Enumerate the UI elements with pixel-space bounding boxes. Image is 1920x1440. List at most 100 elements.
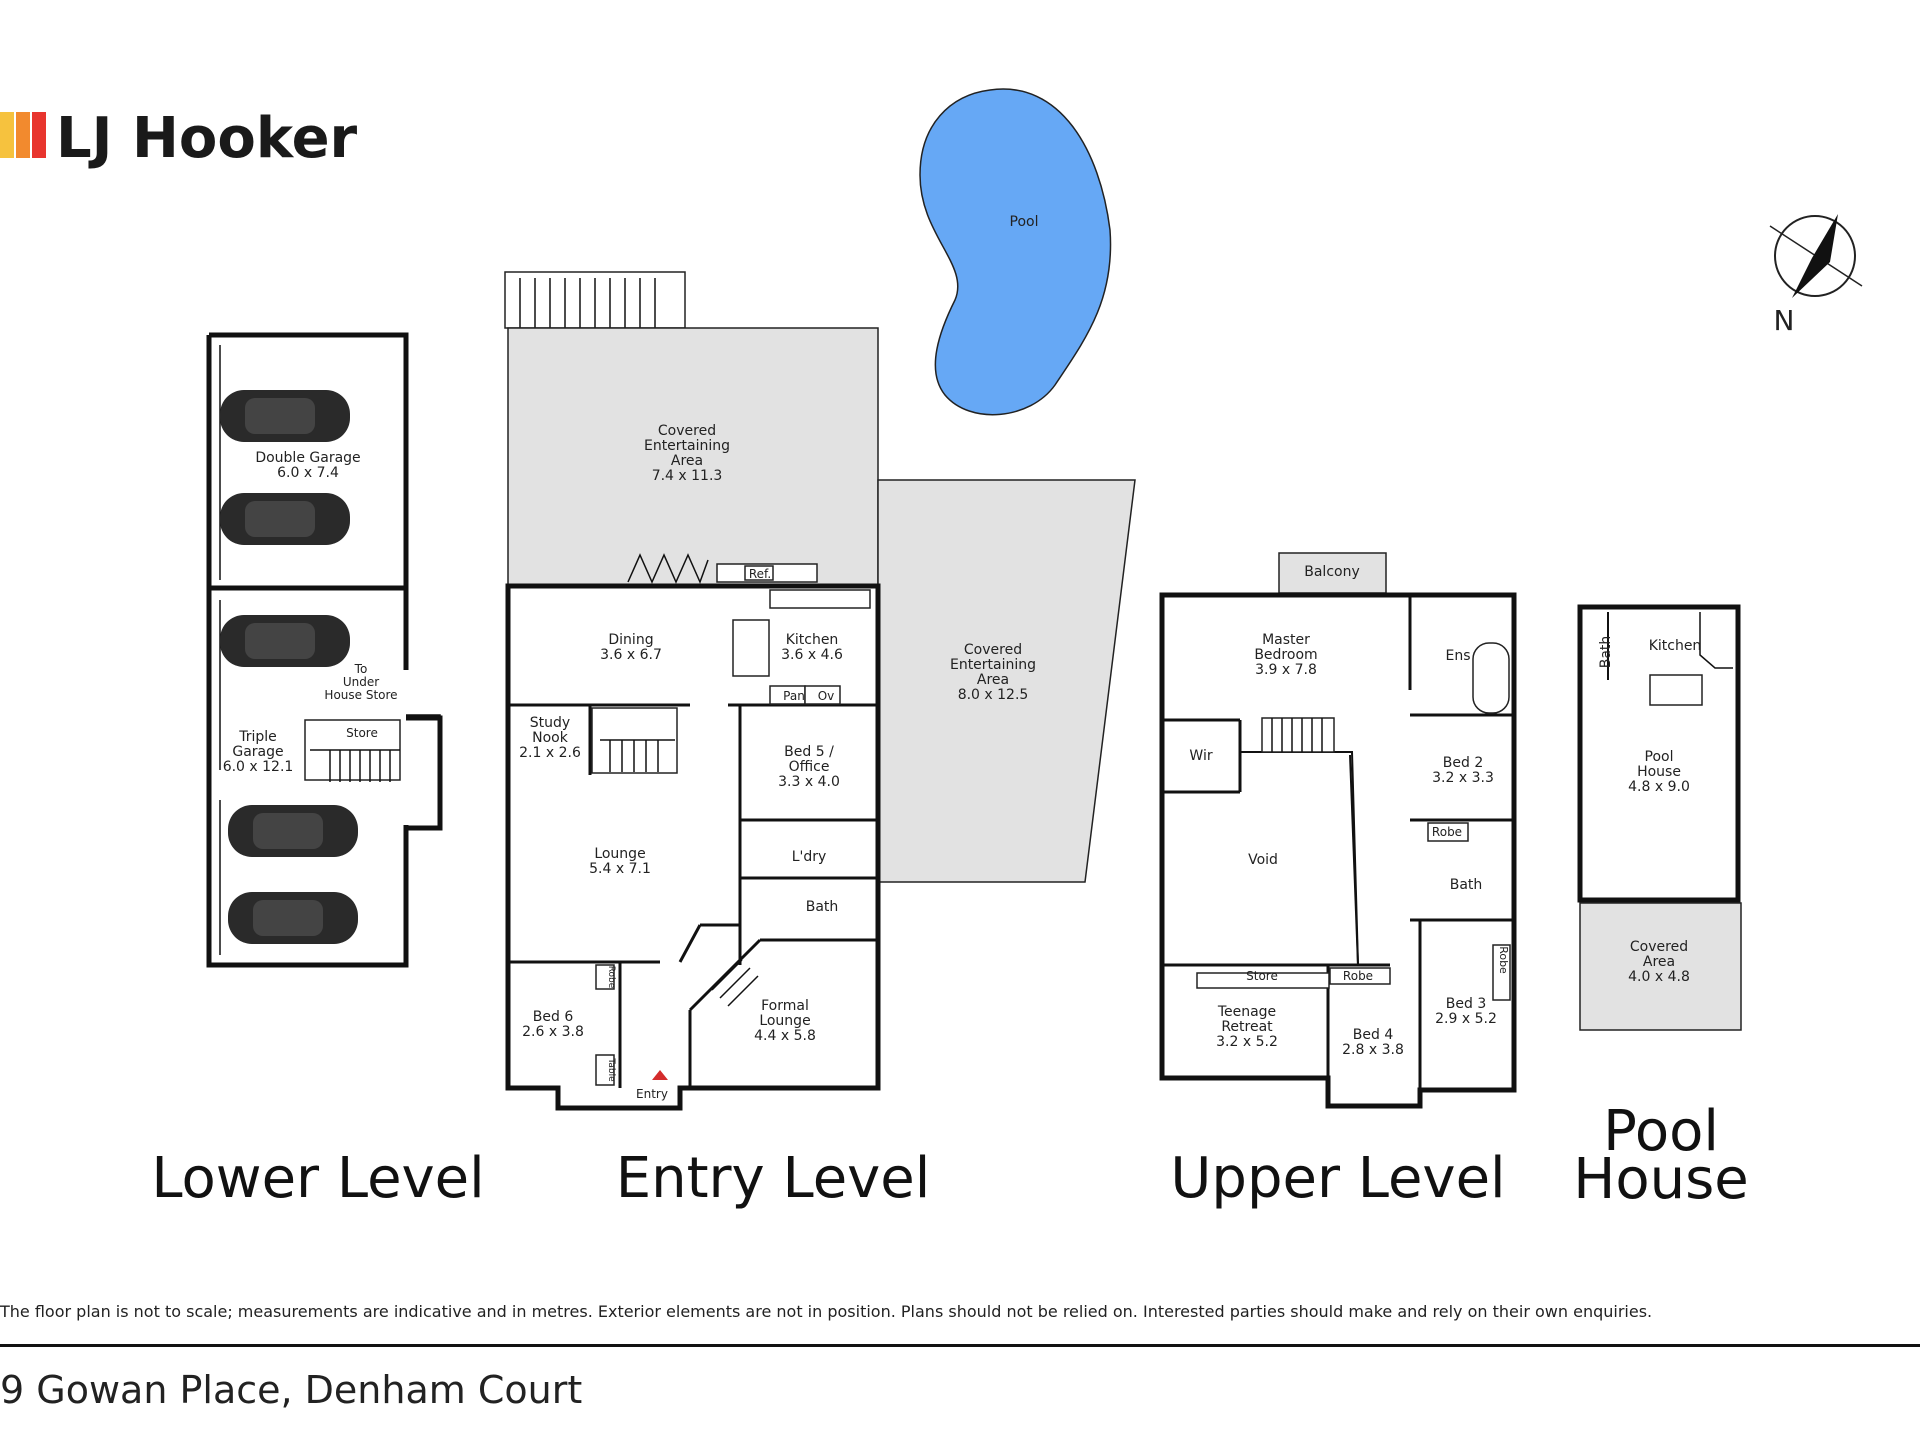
upper-level-title: Upper Level [1170,1146,1505,1211]
balcony-label: Balcony [1304,564,1360,580]
covered-entertaining-area-1 [507,327,879,587]
bed2-size: 3.2 x 3.3 [1432,770,1494,786]
teen-name-1: Teenage [1217,1004,1276,1020]
covered-ent-1-size: 7.4 x 11.3 [652,468,723,484]
study-size: 2.1 x 2.6 [519,745,581,761]
formal-lounge-name-2: Lounge [759,1013,810,1029]
bed3-name: Bed 3 [1446,996,1486,1012]
under-house-label-3: House Store [324,688,397,702]
covered-ent-2-size: 8.0 x 12.5 [958,687,1029,703]
covered-ent-1-line1: Covered [658,423,716,439]
kitchen-size: 3.6 x 4.6 [781,647,843,663]
study-name-1: Study [530,715,570,731]
upper-level-plan: Balcony Master Bedroom 3.9 x 7.8 Ens Wir… [1159,552,1517,1109]
entry-marker-icon [652,1070,668,1080]
pool-covered-name-2: Area [1643,954,1675,970]
car-icon [228,892,358,944]
lower-level-title: Lower Level [151,1146,484,1211]
bed3-size: 2.9 x 5.2 [1435,1011,1497,1027]
master-size: 3.9 x 7.8 [1255,662,1317,678]
pool: Pool [919,88,1112,416]
study-name-2: Nook [532,730,569,746]
lounge-size: 5.4 x 7.1 [589,861,651,877]
logo-stripe-yellow [0,112,14,158]
pantry-label: Pan [783,689,805,703]
under-house-label-2: Under [343,675,379,689]
covered-ent-2-line3: Area [977,672,1009,688]
bed4-name: Bed 4 [1353,1027,1394,1043]
pool-house-plan: Bath Kitchen Pool House 4.8 x 9.0 Covere… [1577,604,1742,1031]
master-name-1: Master [1262,632,1310,648]
entry-level-plan: Covered Entertaining Area 7.4 x 11.3 Cov… [504,271,1136,1111]
bed5-name-2: Office [789,759,830,775]
kitchen-name: Kitchen [786,632,839,648]
car-icon [220,493,350,545]
master-name-2: Bedroom [1254,647,1317,663]
double-garage-size: 6.0 x 7.4 [277,465,339,481]
pool-covered-size: 4.0 x 4.8 [1628,969,1690,985]
dining-name: Dining [608,632,653,648]
entry-level-title: Entry Level [616,1146,931,1211]
footer-divider [0,1344,1920,1347]
pool-label: Pool [1010,214,1039,230]
covered-ent-2-line2: Entertaining [950,657,1036,673]
double-garage-name: Double Garage [255,450,360,466]
disclaimer: The floor plan is not to scale; measurem… [0,1302,1653,1321]
pool-house-size: 4.8 x 9.0 [1628,779,1690,795]
entry-label: Entry [636,1087,668,1101]
pool-house-name-1: Pool [1645,749,1674,765]
bed2-name: Bed 2 [1443,755,1483,771]
lower-level-plan: Double Garage 6.0 x 7.4 Triple Garage 6.… [206,332,443,968]
pool-house-covered-area [1579,902,1742,1031]
triple-garage-name-1: Triple [238,729,277,745]
property-address: 9 Gowan Place, Denham Court [0,1368,583,1412]
bed6-name: Bed 6 [533,1009,574,1025]
entry-table-label: Table [606,1057,616,1082]
upper-bath-label: Bath [1450,877,1483,893]
pool-house-kitchen-label: Kitchen [1649,638,1702,654]
bed6-robe-label: Robe [606,966,616,989]
car-icon [228,805,358,857]
dining-size: 3.6 x 6.7 [600,647,662,663]
pool-house-bath-label: Bath [1598,636,1614,669]
pool-house-name-2: House [1637,764,1681,780]
bed3-robe-label: Robe [1497,946,1510,974]
car-icon [220,615,350,667]
car-icon [220,390,350,442]
bed5-size: 3.3 x 4.0 [778,774,840,790]
upper-store-label: Store [1246,969,1278,983]
bed4-size: 2.8 x 3.8 [1342,1042,1404,1058]
compass-north-label: N [1774,304,1795,337]
pool-covered-name-1: Covered [1630,939,1688,955]
pool-house-title-1: Pool [1603,1099,1719,1164]
laundry-label: L'dry [792,849,827,865]
lounge-name: Lounge [594,846,645,862]
bed2-robe-label: Robe [1432,825,1462,839]
bed4-robe-label: Robe [1343,969,1373,983]
logo-stripe-red [32,112,46,158]
logo-text: LJ Hooker [56,106,358,171]
compass-icon: N [1769,214,1863,337]
covered-ent-1-line2: Entertaining [644,438,730,454]
triple-garage-name-2: Garage [232,744,283,760]
void-label: Void [1248,852,1278,868]
logo-stripe-orange [16,112,30,158]
bed6-size: 2.6 x 3.8 [522,1024,584,1040]
bed5-name-1: Bed 5 / [784,744,834,760]
lj-hooker-logo: LJ Hooker [0,106,358,171]
entry-bath-label: Bath [806,899,839,915]
triple-garage-size: 6.0 x 12.1 [223,759,294,775]
oven-label: Ov [818,689,835,703]
ensuite-label: Ens [1445,648,1470,664]
store-label: Store [346,726,378,740]
teen-name-2: Retreat [1221,1019,1273,1035]
formal-lounge-name-1: Formal [761,998,809,1014]
covered-ent-1-line3: Area [671,453,703,469]
formal-lounge-size: 4.4 x 5.8 [754,1028,816,1044]
teen-size: 3.2 x 5.2 [1216,1034,1278,1050]
covered-ent-2-line1: Covered [964,642,1022,658]
pool-house-title-2: House [1573,1147,1749,1212]
ref-label: Ref. [749,567,771,581]
under-house-label-1: To [354,662,368,676]
